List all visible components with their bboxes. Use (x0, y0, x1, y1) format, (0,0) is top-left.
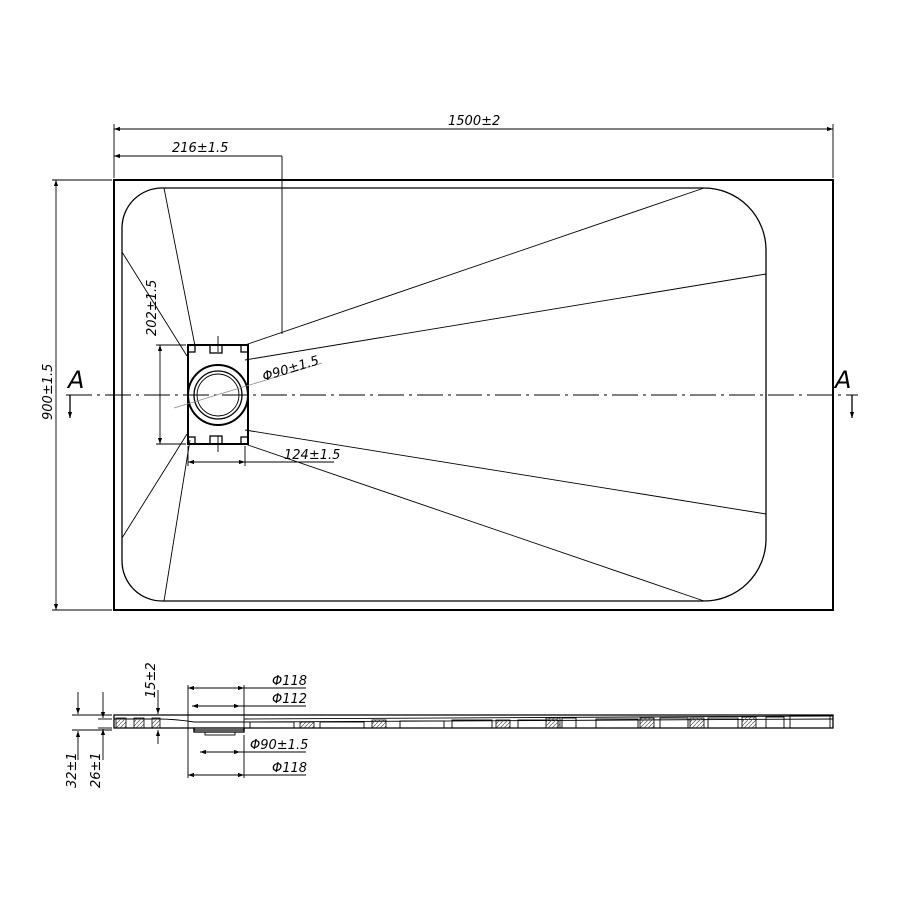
dim-outer-diameter-bottom: Φ118 (187, 735, 307, 778)
dim-drain-offset: 216±1.5 (114, 141, 283, 334)
svg-text:900±1.5: 900±1.5 (41, 364, 56, 420)
svg-text:216±1.5: 216±1.5 (172, 141, 228, 156)
dim-drain-height: 202±1.5 (145, 280, 186, 445)
svg-text:Φ118: Φ118 (272, 761, 307, 776)
svg-text:15±2: 15±2 (144, 662, 159, 698)
section-ribs (115, 715, 831, 729)
dim-width: 900±1.5 (41, 179, 112, 611)
svg-text:Φ90±1.5: Φ90±1.5 (250, 738, 308, 753)
dim-drain-width: 124±1.5 (187, 446, 340, 466)
dim-inner-diameter: Φ112 (192, 692, 307, 709)
drain-assembly (187, 336, 249, 452)
svg-text:1500±2: 1500±2 (448, 114, 500, 129)
dim-section-drain-diameter: Φ90±1.5 (200, 738, 308, 755)
svg-text:Φ118: Φ118 (272, 674, 307, 689)
slope-lines (121, 187, 767, 602)
section-label-left: A (66, 366, 84, 394)
svg-text:124±1.5: 124±1.5 (284, 448, 340, 463)
svg-text:26±1: 26±1 (89, 752, 104, 788)
svg-text:202±1.5: 202±1.5 (145, 280, 160, 336)
svg-text:Φ90±1.5: Φ90±1.5 (261, 353, 321, 384)
section-view: 15±2 Φ118 Φ112 Φ90±1.5 Φ118 (65, 662, 834, 788)
section-label-right: A (833, 366, 851, 394)
dim-length: 1500±2 (113, 114, 834, 178)
top-view: A A 1500±2 900±1.5 216±1.5 202±1.5 (41, 114, 858, 611)
dim-rim-height: 15±2 (144, 662, 168, 744)
basin-outline (121, 187, 767, 602)
svg-text:Φ112: Φ112 (272, 692, 307, 707)
dim-tray-thickness: 26±1 (89, 692, 112, 788)
svg-text:32±1: 32±1 (65, 752, 80, 788)
dim-outer-diameter-top: Φ118 (187, 674, 307, 735)
dim-total-height: 32±1 (65, 692, 112, 788)
